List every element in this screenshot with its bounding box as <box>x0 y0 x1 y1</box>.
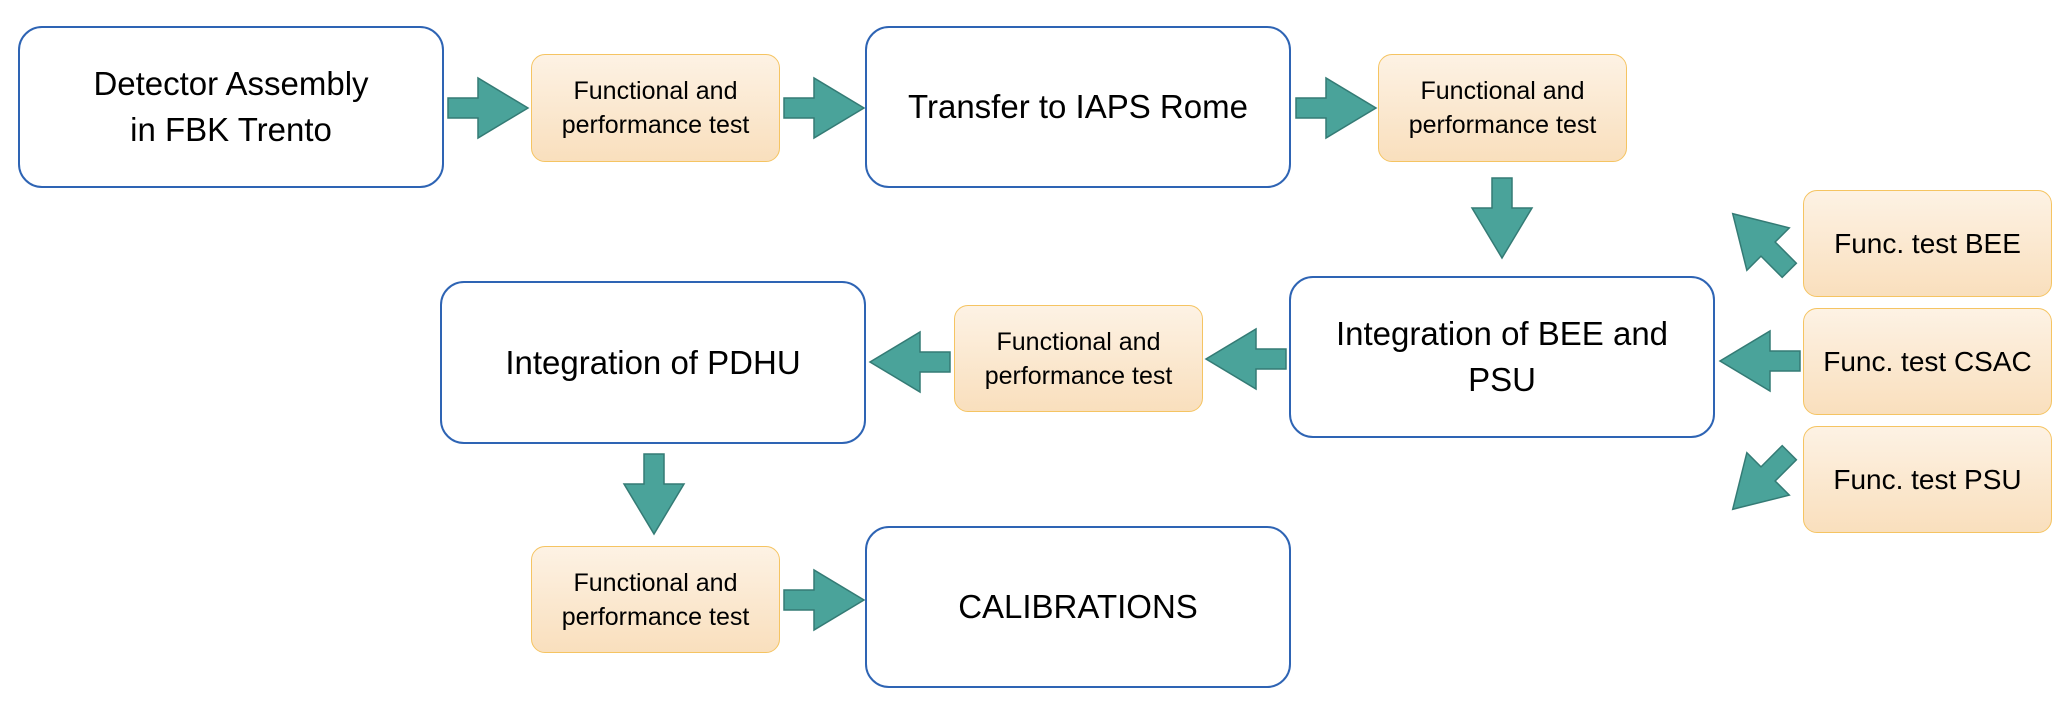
test-box-2: Functional and performance test <box>1378 54 1627 162</box>
stage-integration-bee-psu: Integration of BEE and PSU <box>1289 276 1715 438</box>
func-test-csac: Func. test CSAC <box>1803 308 2052 415</box>
func-test-psu: Func. test PSU <box>1803 426 2052 533</box>
stage-detector-assembly: Detector Assembly in FBK Trento <box>18 26 444 188</box>
arrow-diag-bee <box>1731 212 1798 279</box>
stage-transfer-iaps-rome: Transfer to IAPS Rome <box>865 26 1291 188</box>
stage-integration-pdhu: Integration of PDHU <box>440 281 866 444</box>
arrow-left-csac <box>1718 329 1801 393</box>
func-test-bee: Func. test BEE <box>1803 190 2052 297</box>
arrow-diag-psu <box>1731 444 1798 511</box>
stage-calibrations: CALIBRATIONS <box>865 526 1291 688</box>
arrow-right-2 <box>783 76 866 140</box>
arrow-left-1 <box>868 330 951 394</box>
arrow-right-3 <box>1295 76 1378 140</box>
test-box-3: Functional and performance test <box>954 305 1203 412</box>
arrow-down-1 <box>1470 177 1534 260</box>
test-box-4: Functional and performance test <box>531 546 780 653</box>
arrow-down-2 <box>622 453 686 536</box>
arrow-right-1 <box>447 76 530 140</box>
arrow-left-2 <box>1204 327 1287 391</box>
test-box-1: Functional and performance test <box>531 54 780 162</box>
arrow-right-4 <box>783 568 866 632</box>
